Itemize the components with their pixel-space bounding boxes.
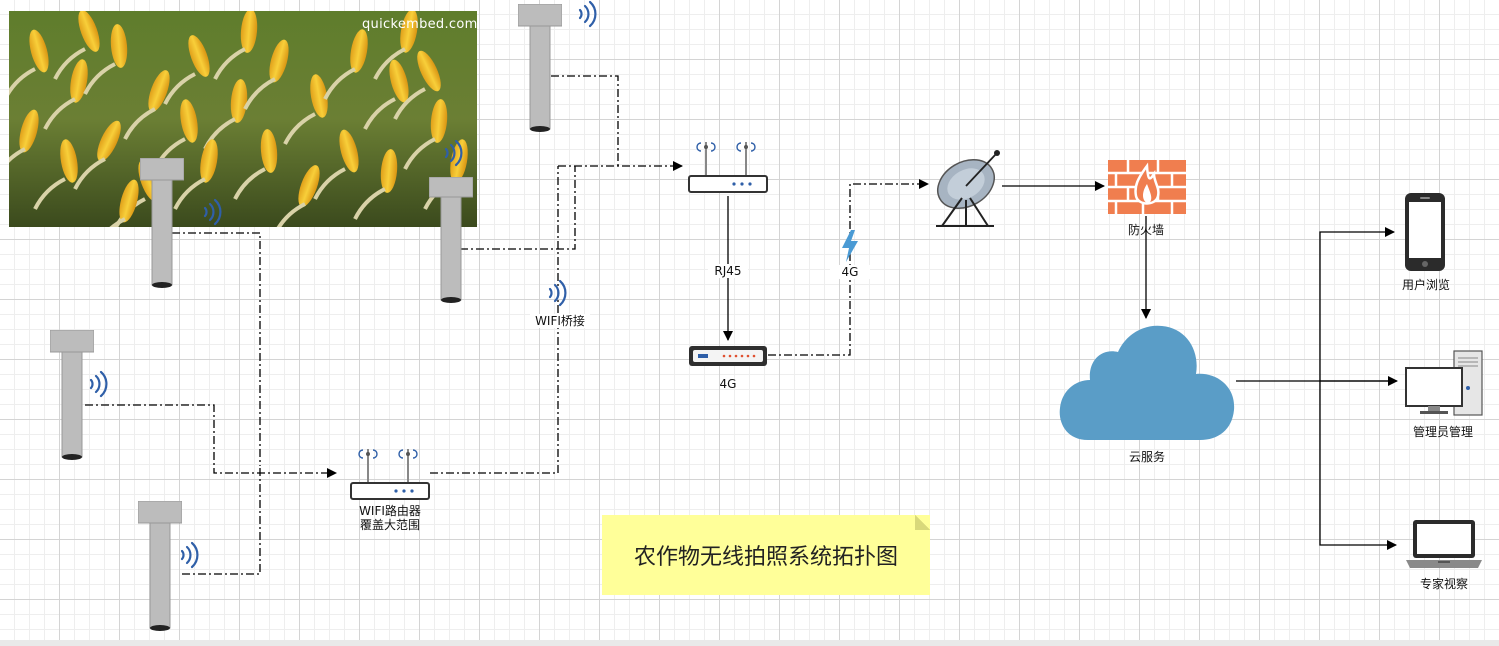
corn-leaf <box>243 77 276 110</box>
corn-leaf <box>43 97 76 130</box>
corn-leaf <box>393 87 426 120</box>
corn-cob <box>110 24 128 68</box>
corn-cob <box>180 99 198 143</box>
corn-cob <box>430 99 448 143</box>
diagram-title-note: 农作物无线拍照系统拓扑图 <box>602 515 930 595</box>
corn-leaf <box>83 62 116 95</box>
camera-pole-2 <box>429 177 473 303</box>
phone-icon <box>1405 193 1445 271</box>
wifi-signal-icon <box>180 541 199 569</box>
corn-cob <box>119 179 139 223</box>
link-camera2-bridge <box>460 166 576 250</box>
satellite-dish-icon <box>936 150 1000 227</box>
corn-cob <box>200 139 218 183</box>
corn-leaf <box>123 107 156 140</box>
corn-leaf <box>313 167 346 200</box>
wifi-router-label-line1: WIFI路由器 <box>359 504 421 518</box>
corn-leaf <box>173 177 206 210</box>
corn-cob <box>400 11 418 53</box>
link-to-phone <box>1319 227 1395 381</box>
link-router-bridge <box>430 166 559 474</box>
corn-cob <box>60 139 78 183</box>
wifi-signal-icon <box>89 370 108 398</box>
wifi-bridge-label: WIFI桥接 <box>530 314 590 328</box>
camera-pole-3 <box>50 330 94 460</box>
corn-leaf <box>363 97 396 130</box>
wifi-signal-icon <box>444 139 463 167</box>
corn-leaf <box>283 112 316 145</box>
corn-cob <box>97 120 121 162</box>
wifi-bridge-icon <box>548 279 567 307</box>
desktop-computer-icon <box>1405 350 1483 416</box>
corn-leaf <box>9 67 36 96</box>
wifi-signal-icon <box>203 198 222 226</box>
corn-cob <box>310 74 328 118</box>
rj45-label: RJ45 <box>708 264 748 278</box>
corn-leaf <box>323 67 356 100</box>
corn-leaf <box>73 157 106 190</box>
corn-cob <box>339 129 359 173</box>
bottom-scroll-strip <box>0 640 1499 646</box>
corn-cob <box>269 39 289 83</box>
corn-cob <box>148 70 170 112</box>
corn-leaf <box>276 202 306 227</box>
corn-leaf <box>353 187 386 220</box>
user-view-label: 用户浏览 <box>1401 278 1450 292</box>
4g-router-icon <box>689 346 767 366</box>
corn-cob <box>389 59 409 103</box>
corn-leaf <box>403 137 436 170</box>
wifi-router-icon <box>350 449 430 500</box>
corn-cob <box>29 29 49 73</box>
link-camera1-router <box>172 232 261 466</box>
corn-cob <box>78 11 100 52</box>
4g-router-label: 4G <box>719 377 737 391</box>
wifi-signal-icon <box>578 0 597 28</box>
note-fold <box>915 515 930 530</box>
camera-pole-1 <box>140 158 184 288</box>
corn-cob <box>417 50 441 92</box>
corn-cob <box>230 79 248 123</box>
corn-field-photo <box>9 11 477 227</box>
corn-leaf <box>9 147 26 163</box>
corn-leaf <box>109 217 126 227</box>
corn-cob <box>298 165 320 207</box>
link-to-expert <box>1319 381 1397 550</box>
firewall-icon <box>1108 160 1186 214</box>
admin-label: 管理员管理 <box>1412 425 1473 439</box>
firewall-label: 防火墙 <box>1127 223 1164 237</box>
lightning-icon <box>842 230 858 262</box>
4g-link-label: 4G <box>830 265 870 279</box>
corn-leaf <box>53 47 86 80</box>
corn-cob <box>260 129 278 173</box>
corn-leaf <box>233 167 266 200</box>
corn-cob <box>350 29 368 73</box>
link-camera4-router <box>182 466 261 575</box>
link-camera3-router <box>85 404 337 478</box>
link-topcamera-mainrouter <box>551 75 619 166</box>
cloud-label: 云服务 <box>1128 450 1165 464</box>
wifi-router-label-line2: 覆盖大范围 <box>359 518 420 532</box>
diagram-title: 农作物无线拍照系统拓扑图 <box>633 545 898 570</box>
main-router-icon <box>688 142 768 193</box>
camera-pole-top <box>518 4 562 132</box>
camera-pole-4 <box>138 501 182 631</box>
corn-leaf <box>163 72 196 105</box>
corn-leaf <box>33 177 66 210</box>
corn-cob <box>70 59 88 103</box>
corn-leaf <box>373 47 406 80</box>
corn-leaf <box>213 47 246 80</box>
watermark: quickembed.com <box>362 17 478 32</box>
expert-label: 专家视察 <box>1419 577 1468 591</box>
laptop-icon <box>1406 520 1482 568</box>
cloud-icon <box>1059 325 1235 440</box>
corn-cob <box>240 11 258 53</box>
corn-cob <box>19 109 39 153</box>
corn-cob <box>188 35 210 77</box>
corn-cob <box>380 149 398 193</box>
